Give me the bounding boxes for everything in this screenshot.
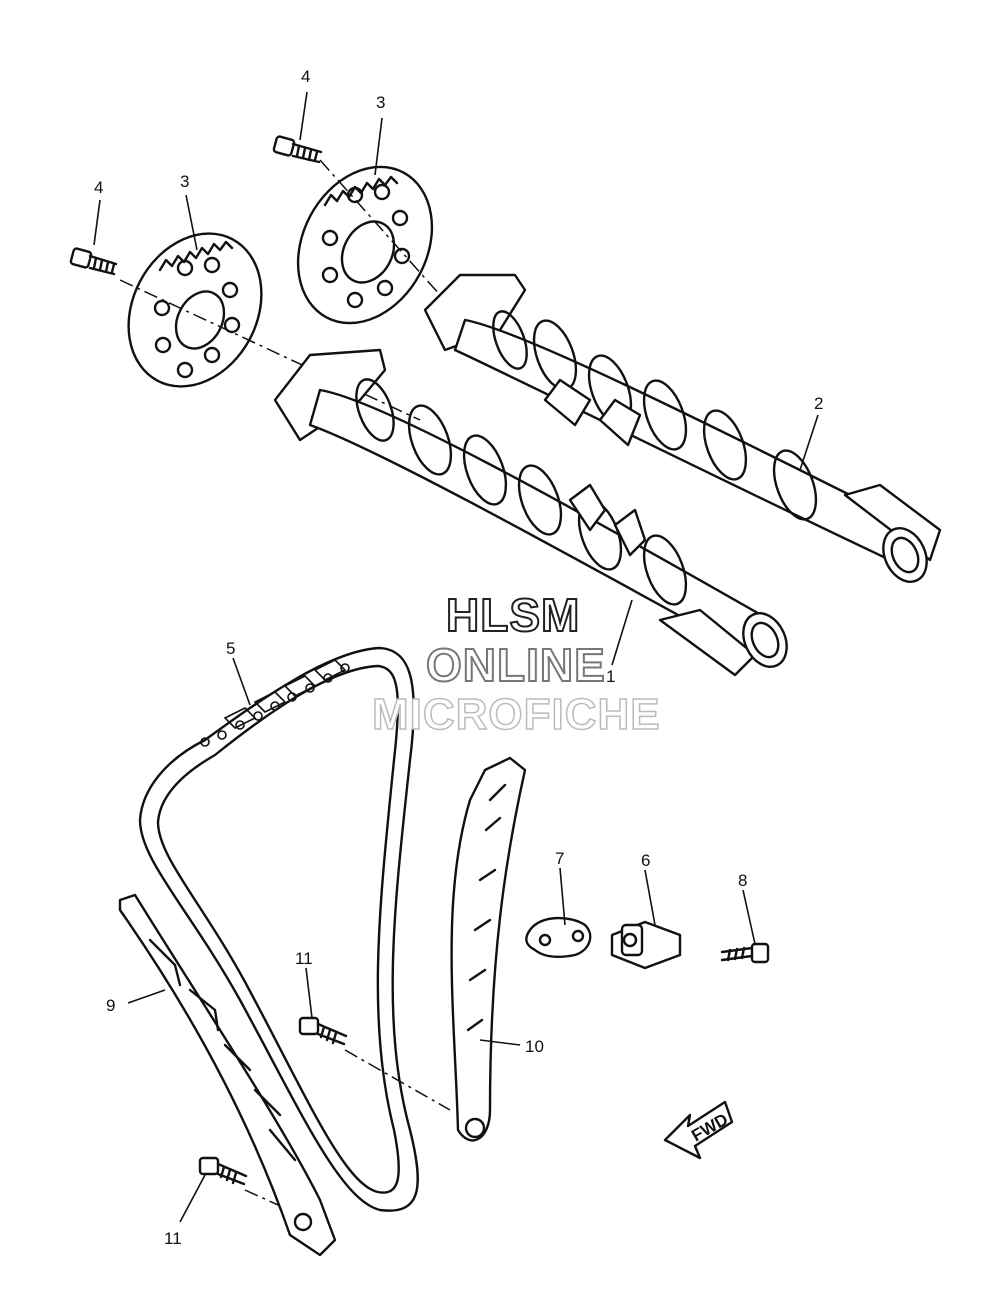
camshaft-exhaust	[423, 273, 942, 583]
callout-11-upper: 11	[295, 949, 313, 968]
fwd-arrow-icon: FWD	[663, 1100, 734, 1160]
sprocket-bolt-left	[69, 247, 118, 276]
callout-labels: 4 3 4 3 2 1 5 6 7 8 9 10 11 11	[94, 67, 823, 1248]
callout-7: 7	[555, 849, 564, 868]
cam-chain-tensioner	[610, 920, 682, 970]
leader-lines	[93, 91, 819, 1223]
watermark-line-2: ONLINE	[425, 638, 606, 692]
alignment-line-chain-guide	[244, 1189, 301, 1216]
chain-links-detail	[200, 659, 350, 747]
callout-10: 10	[525, 1037, 544, 1056]
callout-3-left: 3	[180, 172, 189, 191]
tensioner-bolt	[720, 942, 770, 964]
callout-2: 2	[814, 394, 823, 413]
camshaft-intake	[273, 348, 788, 677]
cam-sprocket-left	[127, 232, 263, 388]
chain-guide	[118, 893, 337, 1257]
alignment-line-right	[319, 159, 441, 296]
callout-8: 8	[738, 871, 747, 890]
guide-bolt-lower	[198, 1156, 248, 1186]
callout-5: 5	[226, 639, 235, 658]
callout-6: 6	[641, 851, 650, 870]
sprocket-bolt-right	[272, 135, 323, 164]
callout-3-right: 3	[376, 93, 385, 112]
callout-9: 9	[106, 996, 115, 1015]
callout-4-right: 4	[301, 67, 310, 86]
tensioner-gasket	[525, 916, 592, 959]
tensioner-guide	[450, 756, 527, 1142]
alignment-line-guide	[344, 1049, 451, 1111]
callout-1: 1	[606, 667, 615, 686]
alignment-line-left	[119, 279, 421, 421]
cam-sprocket-right	[296, 165, 434, 325]
guide-bolt-upper	[298, 1016, 348, 1046]
callout-11-lower: 11	[164, 1229, 182, 1248]
timing-chain	[138, 646, 419, 1212]
watermark-line-3: MICROFICHE	[371, 689, 661, 740]
callout-4-left: 4	[94, 178, 103, 197]
watermark-line-1: HLSM	[445, 588, 581, 642]
